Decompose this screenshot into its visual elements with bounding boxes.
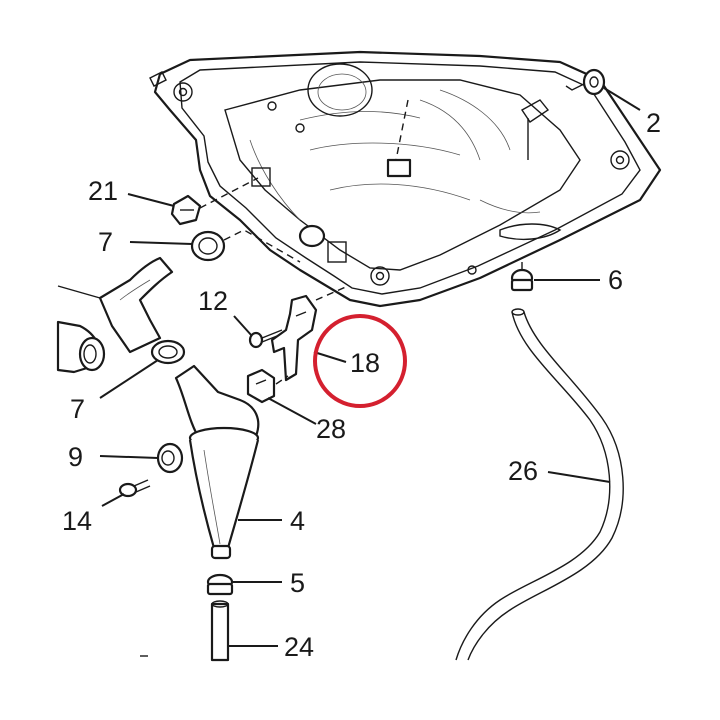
leader-9 [99,455,159,459]
leader-26 [547,471,611,483]
oil-pan-housing [149,50,662,308]
leader-2 [603,87,641,111]
callout-9: 9 [68,442,83,472]
left-pipe-stub [56,285,106,374]
part-7-upper-clamp [190,229,301,263]
part-6-clamp [510,262,534,292]
leader-7a [129,241,193,245]
part-9-grommet [156,442,184,474]
part-26-return-hose [455,308,624,661]
part-28-clip-nut [246,368,289,404]
leader-21 [127,193,175,207]
leader-28 [267,397,317,425]
leader-18 [313,351,347,363]
callout-5: 5 [290,568,305,598]
part-4-oil-separator [174,364,260,560]
part-14-bolt [118,479,151,498]
callout-28: 28 [316,414,346,444]
part-12-screw [248,329,283,349]
callout-6: 6 [608,265,623,295]
callout-2: 2 [646,108,661,138]
callout-4: 4 [290,506,305,536]
leader-14 [101,493,125,507]
breather-elbow-hose [98,256,174,354]
callout-leaders [99,87,641,647]
part-7-lower-clamp [150,339,186,365]
part-21-clip [170,177,259,226]
part-24-drain-hose [140,600,230,662]
callout-12: 12 [198,286,228,316]
callout-labels: 2 21 7 6 12 18 7 28 9 26 14 4 5 24 [62,108,661,662]
callout-26: 26 [508,456,538,486]
highlight-circle [313,314,407,408]
callout-18: 18 [350,348,380,378]
leader-7b [99,359,159,399]
callout-14: 14 [62,506,92,536]
part-5-clamp [206,573,234,596]
callout-7-upper: 7 [98,227,113,257]
callout-24: 24 [284,632,314,662]
callout-7-lower: 7 [70,394,85,424]
part-18-bracket [270,285,349,382]
leader-12 [233,315,253,337]
part-2-grommet [565,68,606,96]
callout-21: 21 [88,176,118,206]
